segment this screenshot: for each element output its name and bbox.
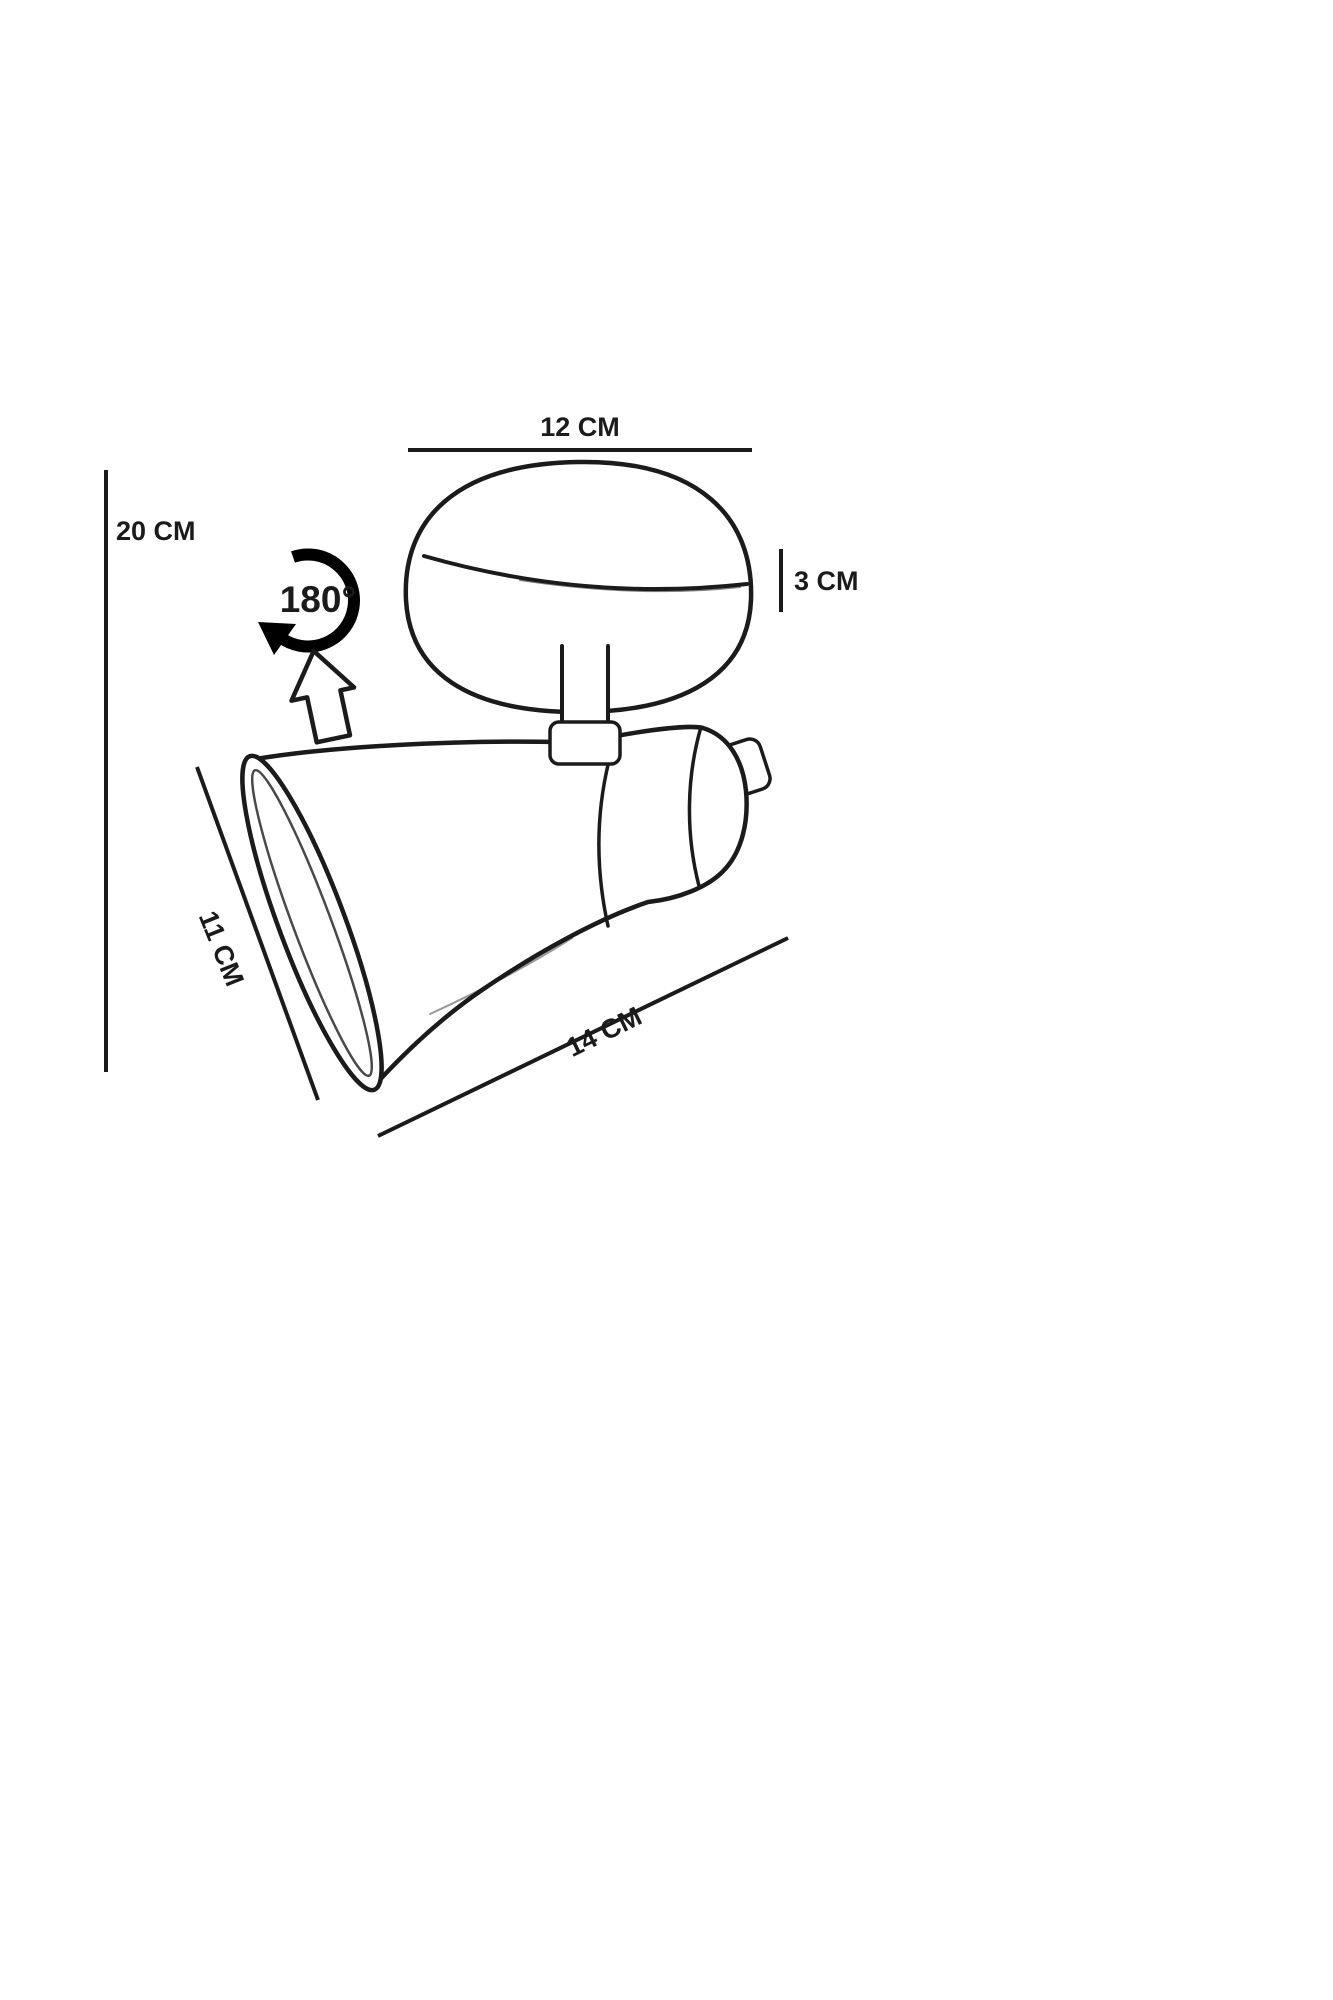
dimension-left-height: 20 CM <box>104 470 196 1072</box>
dim-line-14cm <box>377 936 789 1138</box>
pivot-collar <box>548 720 622 766</box>
lamp-drawing <box>240 459 772 1093</box>
circular-arrow-icon <box>276 548 360 653</box>
dim-label-20cm: 20 CM <box>116 516 196 546</box>
dim-label-3cm: 3 CM <box>794 566 859 596</box>
circular-arrow-head <box>258 622 296 655</box>
rotation-badge: 180° <box>258 548 360 655</box>
mount-seam-secondary <box>519 579 741 593</box>
sketch-top-edge <box>295 740 549 754</box>
dim-label-14cm: 14 CM <box>562 1001 647 1063</box>
dim-line-11cm <box>195 766 320 1101</box>
dimension-top-width: 12 CM <box>408 412 752 452</box>
socket-seam-rear <box>687 725 703 888</box>
up-arrow-icon <box>289 648 357 745</box>
mount-seam <box>422 554 749 592</box>
dimension-base-thickness: 3 CM <box>779 549 859 612</box>
sketch-bell-shade <box>429 937 573 1015</box>
rotation-angle-label: 180° <box>280 579 357 620</box>
dim-label-11cm: 11 CM <box>193 907 250 991</box>
dim-label-12cm: 12 CM <box>540 412 620 442</box>
shade-rim-outer <box>240 753 384 1093</box>
shade-rim-inner <box>250 768 374 1078</box>
